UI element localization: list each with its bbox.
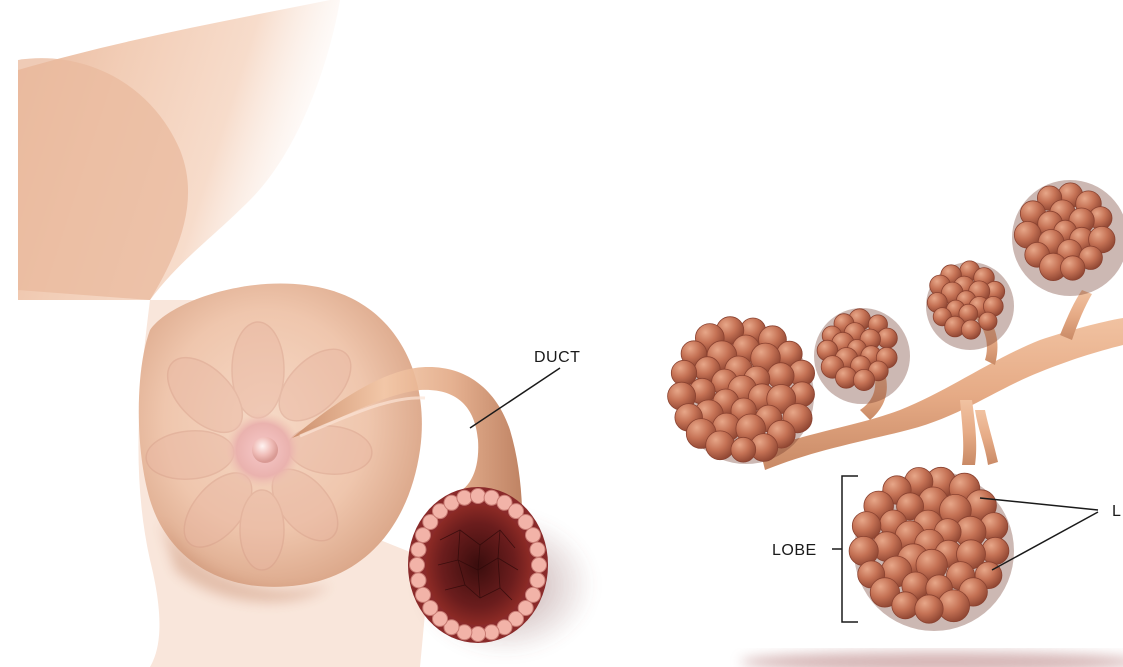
alveolus — [853, 369, 874, 390]
epithelial-cell — [457, 490, 472, 505]
lobe-cluster-bottom — [849, 467, 1014, 631]
epithelial-cell — [416, 528, 431, 543]
epithelial-cell — [530, 573, 545, 588]
epithelial-cell — [532, 558, 547, 573]
alveolus — [961, 320, 980, 339]
alveolus — [979, 312, 997, 330]
lobule-label-partial: L — [1112, 503, 1121, 520]
lobule-cluster-small — [814, 308, 910, 404]
lobule-cluster-left — [668, 317, 815, 464]
epithelial-cell — [526, 528, 541, 543]
lobe-label-group: LOBE — [772, 476, 858, 622]
alveolus — [706, 431, 735, 460]
epithelial-cell — [411, 542, 426, 557]
epithelial-cell — [484, 625, 499, 640]
epithelial-cell — [471, 489, 486, 504]
lobule-cluster-middle — [926, 261, 1014, 350]
alveolus — [982, 537, 1009, 564]
floor-shadow — [740, 652, 1123, 667]
epithelial-cell — [471, 627, 486, 642]
duct-label: DUCT — [534, 349, 580, 366]
alveolus — [1061, 256, 1085, 280]
epithelial-cell — [423, 601, 438, 616]
alveolus — [915, 595, 943, 623]
epithelial-cell — [410, 558, 425, 573]
epithelial-cell — [416, 587, 431, 602]
lobule-clusters — [668, 180, 1123, 631]
lobe-label: LOBE — [772, 542, 817, 559]
epithelial-cell — [518, 515, 533, 530]
epithelial-cell — [530, 542, 545, 557]
alveolus — [892, 592, 919, 619]
epithelial-cell — [526, 587, 541, 602]
duct-label-group: DUCT — [470, 349, 580, 428]
alveolus — [731, 437, 756, 462]
nipple — [252, 437, 278, 463]
epithelial-cell — [411, 573, 426, 588]
lobule-cluster-top-right — [1012, 180, 1123, 296]
